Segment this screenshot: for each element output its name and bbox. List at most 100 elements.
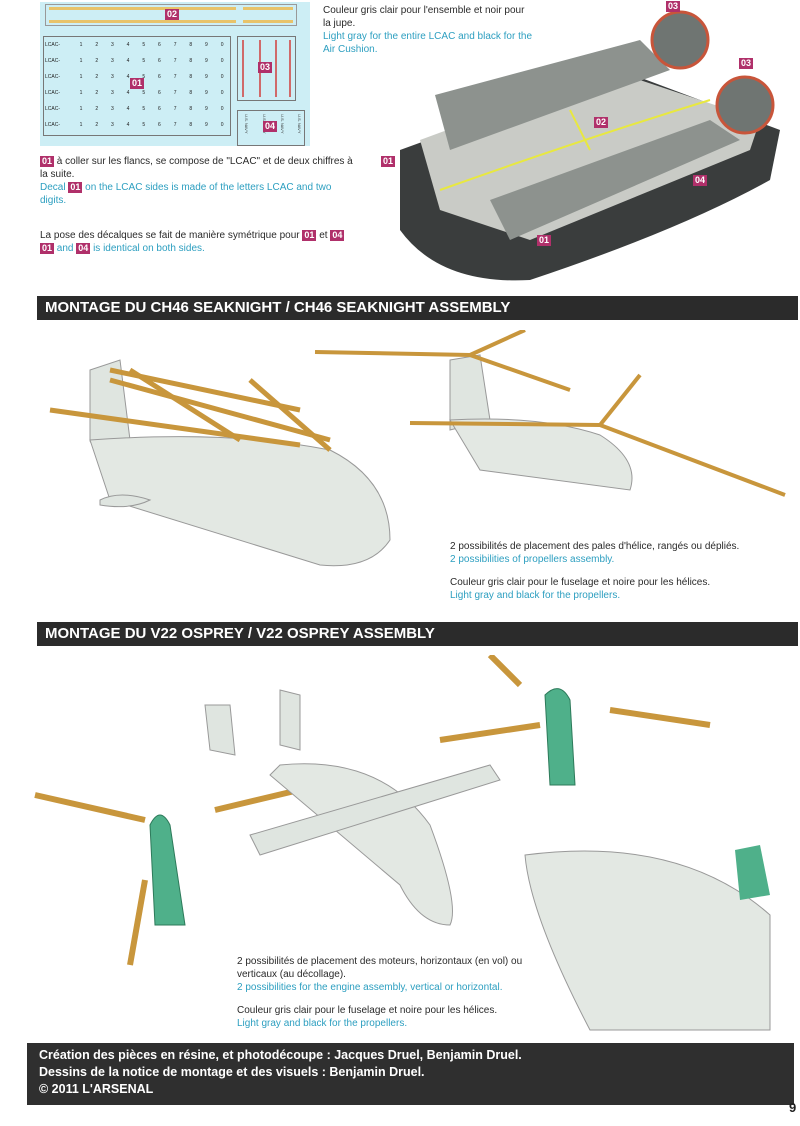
decal-char: 8 [189, 42, 193, 48]
decal-char: 1 [79, 106, 83, 112]
decal-char: 1 [79, 58, 83, 64]
decal-char: 6 [158, 122, 161, 128]
decal-char: 7 [173, 74, 177, 80]
decal-char: 2 [95, 106, 99, 112]
decal-char: 9 [205, 74, 208, 80]
lcac-tag-04: 04 [693, 175, 708, 186]
lcac-color-note: Couleur gris clair pour l'ensemble et no… [323, 4, 533, 56]
decal-char: 5 [142, 122, 146, 128]
decal-char: 7 [173, 122, 177, 128]
decal-char: 3 [111, 106, 114, 112]
ch46-text2-fr: Couleur gris clair pour le fuselage et n… [450, 577, 711, 588]
decal-char: LCAC- [45, 42, 61, 48]
credits-line-2: Dessins de la notice de montage et des v… [39, 1065, 425, 1079]
v22-text1-en: 2 possibilities for the engine assembly,… [237, 982, 503, 993]
lcac-tag-03: 03 [666, 1, 681, 12]
lcac-illustration [400, 10, 780, 281]
decal01-en-pre: Decal [40, 182, 66, 193]
decal-char: 6 [158, 106, 161, 112]
decal-char: 1 [79, 122, 83, 128]
decal-char: 8 [189, 106, 193, 112]
copyright: © 2011 L'ARSENAL [39, 1082, 154, 1096]
ch46-section-header: MONTAGE DU CH46 SEAKNIGHT / CH46 SEAKNIG… [37, 296, 798, 320]
decal-char: LCAC- [45, 106, 61, 112]
decal-char: 3 [111, 122, 114, 128]
decal-char: 8 [189, 74, 193, 80]
decal-char: 2 [95, 58, 99, 64]
sym-en-post: is identical on both sides. [93, 243, 205, 254]
tag-04: 04 [330, 230, 345, 241]
decal-02-stripe [45, 4, 297, 26]
decal-char: 0 [220, 58, 224, 64]
ch46-text2-en: Light gray and black for the propellers. [450, 590, 621, 601]
decal-char: 1 [79, 42, 83, 48]
decal-char: 9 [205, 42, 208, 48]
decal-char: LCAC- [45, 122, 61, 128]
decal-char: LCAC- [45, 74, 61, 80]
decal-char: 4 [126, 74, 130, 80]
decal-char: 5 [142, 42, 146, 48]
decal-char: 6 [158, 42, 161, 48]
decal-char: 3 [111, 74, 114, 80]
ch46-folded-illustration [49, 359, 391, 567]
decal-char: 4 [126, 42, 130, 48]
v22-text2-en: Light gray and black for the propellers. [237, 1018, 408, 1029]
lcac-color-en: Light gray for the entire LCAC and black… [323, 31, 533, 55]
decal-char: 2 [95, 122, 99, 128]
decal-char: 0 [220, 106, 224, 112]
ch46-text1-en: 2 possibilities of propellers assembly. [450, 554, 615, 565]
decal-char: 8 [189, 122, 193, 128]
tag-01: 01 [302, 230, 317, 241]
v22-text1-fr: 2 possibilités de placement des moteurs,… [237, 956, 523, 980]
tag-01: 01 [40, 156, 55, 167]
decal-tag-04: 04 [263, 121, 278, 132]
decal-char: 1 [79, 74, 83, 80]
decal-char: 6 [158, 58, 161, 64]
decal-char: 4 [126, 122, 130, 128]
decal-char: 5 [142, 58, 146, 64]
decal-char: 8 [189, 58, 193, 64]
lcac-tag-01: 01 [537, 235, 552, 246]
navy-label: U.S. NAVY [297, 114, 302, 134]
tag-01: 01 [68, 182, 83, 193]
decal-char: 9 [205, 58, 208, 64]
v22-illustration [34, 655, 771, 1031]
decal-char: 4 [126, 90, 130, 96]
sym-fr-and: et [319, 230, 328, 241]
decal-char: 2 [95, 42, 99, 48]
decal01-en-post: on the LCAC sides is made of the letters… [40, 182, 332, 206]
decal-char: 2 [95, 74, 99, 80]
page-number: 9 [789, 1100, 797, 1115]
decal01-fr: à coller sur les flancs, se compose de "… [40, 156, 353, 180]
decal-char: 7 [173, 42, 177, 48]
ch46-deployed-illustration [314, 330, 786, 497]
decal-char: 6 [158, 90, 161, 96]
credits-line-1: Création des pièces en résine, et photod… [39, 1048, 522, 1062]
decal-tag-02: 02 [165, 9, 180, 20]
sym-en-and: and [56, 243, 74, 254]
decal-char: 0 [220, 42, 224, 48]
decal-char: 7 [173, 58, 177, 64]
navy-label: U.S. NAVY [280, 114, 285, 134]
decal-char: 2 [95, 90, 99, 96]
decal-char: 9 [205, 122, 208, 128]
decal-char: 3 [111, 90, 114, 96]
lcac-color-fr: Couleur gris clair pour l'ensemble et no… [323, 5, 525, 29]
decal-char: 6 [158, 74, 161, 80]
sym-fr: La pose des décalques se fait de manière… [40, 230, 300, 241]
decal-char: 5 [142, 106, 146, 112]
decal01-note: 01 à coller sur les flancs, se compose d… [40, 155, 360, 207]
decal-char: 4 [126, 58, 130, 64]
decal-char: LCAC- [45, 90, 61, 96]
decal-tag-03: 03 [258, 62, 273, 73]
ch46-notes: 2 possibilités de placement des pales d'… [450, 540, 790, 602]
decal-char: 4 [126, 106, 130, 112]
decal-tag-01: 01 [130, 78, 145, 89]
decal-char: 5 [142, 90, 146, 96]
decal-char: 3 [111, 42, 114, 48]
decal-char: 1 [79, 90, 83, 96]
